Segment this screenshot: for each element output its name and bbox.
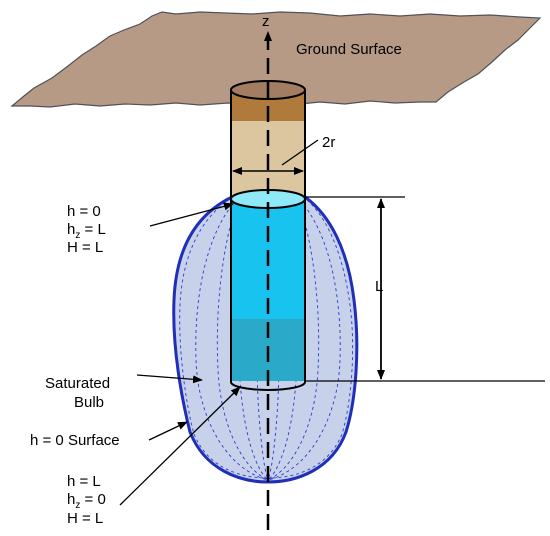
ground-surface-label: Ground Surface <box>296 41 402 58</box>
h0-surface-arrow <box>148 421 188 441</box>
svg-text:h = L: h = L <box>67 473 101 490</box>
z-axis-label: z <box>262 13 270 30</box>
radius-label: 2r <box>322 134 335 151</box>
svg-text:H = L: H = L <box>67 510 103 527</box>
saturated-bulb-arrow <box>136 374 203 384</box>
radius-leader <box>281 139 319 166</box>
ground-surface-slab <box>10 11 542 108</box>
bottom-condition-label: h = L hz = 0 H = L <box>67 473 106 527</box>
length-label: L <box>375 278 383 295</box>
bottom-condition-arrow <box>119 386 241 506</box>
svg-text:hz = 0: hz = 0 <box>67 491 106 511</box>
saturated-label-line1: Saturated <box>45 375 110 392</box>
top-condition-arrow <box>149 202 234 227</box>
h0-surface-label: h = 0 Surface <box>30 432 120 449</box>
saturated-label-line2: Bulb <box>74 394 104 411</box>
svg-text:H = L: H = L <box>67 239 103 256</box>
svg-text:h = 0: h = 0 <box>67 203 101 220</box>
borehole-bottom <box>230 381 306 391</box>
svg-text:hz = L: hz = L <box>67 221 106 241</box>
top-condition-label: h = 0 hz = L H = L <box>67 203 106 256</box>
